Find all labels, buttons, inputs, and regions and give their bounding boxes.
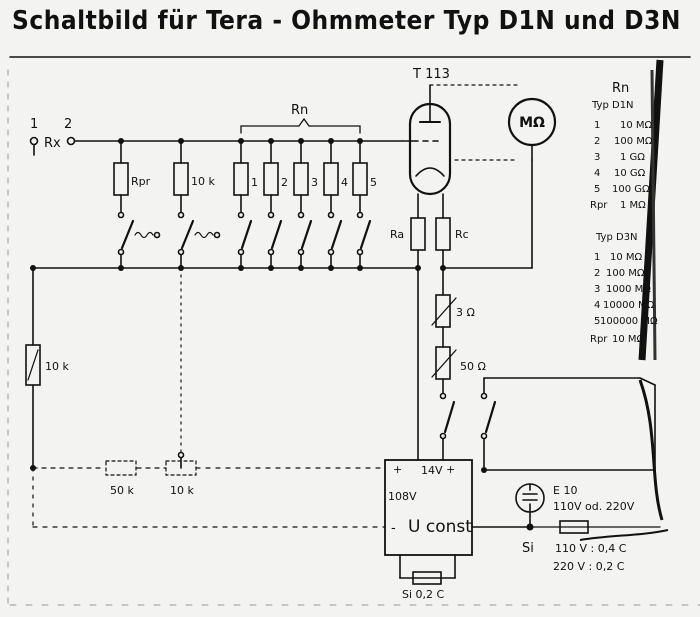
resistor-10k (173, 162, 189, 196)
resistor-rpr (113, 162, 129, 196)
junction-dots (30, 138, 534, 531)
table-row1-n4: 4 (594, 168, 600, 179)
table-row2-n5: 5 (594, 316, 600, 327)
rn-resistor-group (233, 140, 372, 269)
table-row2-v1: 10 MΩ (610, 252, 643, 263)
tube-label: T 113 (412, 67, 450, 82)
table-row1-v5: 100 GΩ (612, 184, 650, 195)
resistor-ra (410, 217, 426, 251)
rn-number-2: 2 (281, 176, 288, 189)
box-uconst: U const (408, 517, 472, 537)
pot-50-label: 50 Ω (460, 360, 486, 373)
rpr-label: Rpr (131, 175, 151, 188)
fuse-si (559, 520, 589, 534)
table-rpr1-v: 1 MΩ (620, 200, 646, 211)
table-row2-n2: 2 (594, 268, 600, 279)
table-row1-v1: 10 MΩ (620, 120, 653, 131)
fuse-spec-110: 110 V : 0,4 C (555, 542, 627, 555)
table-row2-v3: 1000 MΩ (606, 284, 651, 295)
table-row1-n5: 5 (594, 184, 600, 195)
meter-label: MΩ (519, 115, 545, 131)
terminal-1-label: 1 (30, 117, 38, 132)
table-row2-n3: 3 (594, 284, 600, 295)
terminal-2 (66, 136, 76, 146)
switch-10k (180, 219, 195, 250)
switch-power-1 (443, 400, 456, 434)
si-label: Si (522, 541, 534, 556)
table-rpr2-v: 10 MΩ (612, 334, 645, 345)
rn-value-table: Rn Typ D1N 1 10 MΩ 2 100 MΩ 3 1 GΩ 4 10 GΩ 5… (590, 81, 658, 345)
fuse-box-bottom (412, 571, 442, 585)
left-10k-label: 10 k (45, 360, 69, 373)
fuse-spec-220: 220 V : 0,2 C (553, 560, 625, 573)
table-typ2: Typ D3N (595, 232, 638, 243)
bottom-50k-label: 50 k (110, 484, 134, 497)
box-minus: - (391, 521, 396, 536)
bottom-10k-label: 10 k (170, 484, 194, 497)
table-row1-v4: 10 GΩ (614, 168, 646, 179)
terminal-2-label: 2 (64, 117, 72, 132)
switch-power-2 (484, 400, 497, 434)
resistor-rc (435, 217, 451, 251)
rn-number-3: 3 (311, 176, 318, 189)
pot-50-ohm (435, 346, 451, 380)
rn-number-5: 5 (370, 176, 377, 189)
table-row2-v4: 10000 MΩ (603, 300, 655, 311)
terminal-1 (29, 136, 39, 146)
box-plus-left: + (393, 463, 402, 476)
rn-number-4: 4 (341, 176, 348, 189)
switch-rpr (120, 219, 135, 250)
rn-label: Rn (291, 103, 308, 118)
rn-bracket (240, 117, 361, 134)
scan-artifact (579, 59, 669, 541)
rn-number-1: 1 (251, 176, 258, 189)
table-row1-v3: 1 GΩ (620, 152, 645, 163)
box-plus-right: + (446, 463, 455, 476)
power-supply-box (384, 459, 473, 556)
resistor-50k (105, 460, 137, 476)
r-10k-label: 10 k (191, 175, 215, 188)
table-rpr1-n: Rpr (590, 200, 608, 211)
box-fuse-label: Si 0,2 C (402, 588, 445, 601)
lamp-spec: 110V od. 220V (553, 500, 635, 513)
rx-label: Rx (44, 136, 61, 151)
table-row1-v2: 100 MΩ (614, 136, 653, 147)
table-row2-n4: 4 (594, 300, 600, 311)
box-14v: 14V (421, 464, 443, 477)
pot-3-label: 3 Ω (456, 306, 475, 319)
pot-3-ohm (435, 294, 451, 328)
table-row2-n1: 1 (594, 252, 600, 263)
table-row1-n1: 1 (594, 120, 600, 131)
table-row1-n2: 2 (594, 136, 600, 147)
table-row2-v2: 100 MΩ (606, 268, 645, 279)
table-typ1: Typ D1N (591, 100, 634, 111)
ra-label: Ra (390, 228, 404, 241)
table-row2-v5: 100000 MΩ (600, 316, 658, 327)
lamp-name: E 10 (553, 484, 577, 497)
table-header: Rn (612, 81, 629, 96)
table-rpr2-n: Rpr (590, 334, 608, 345)
table-row1-n3: 3 (594, 152, 600, 163)
box-108v: 108V (388, 490, 417, 503)
rc-label: Rc (455, 228, 469, 241)
page-title: Schaltbild für Tera - Ohmmeter Typ D1N u… (12, 6, 681, 36)
